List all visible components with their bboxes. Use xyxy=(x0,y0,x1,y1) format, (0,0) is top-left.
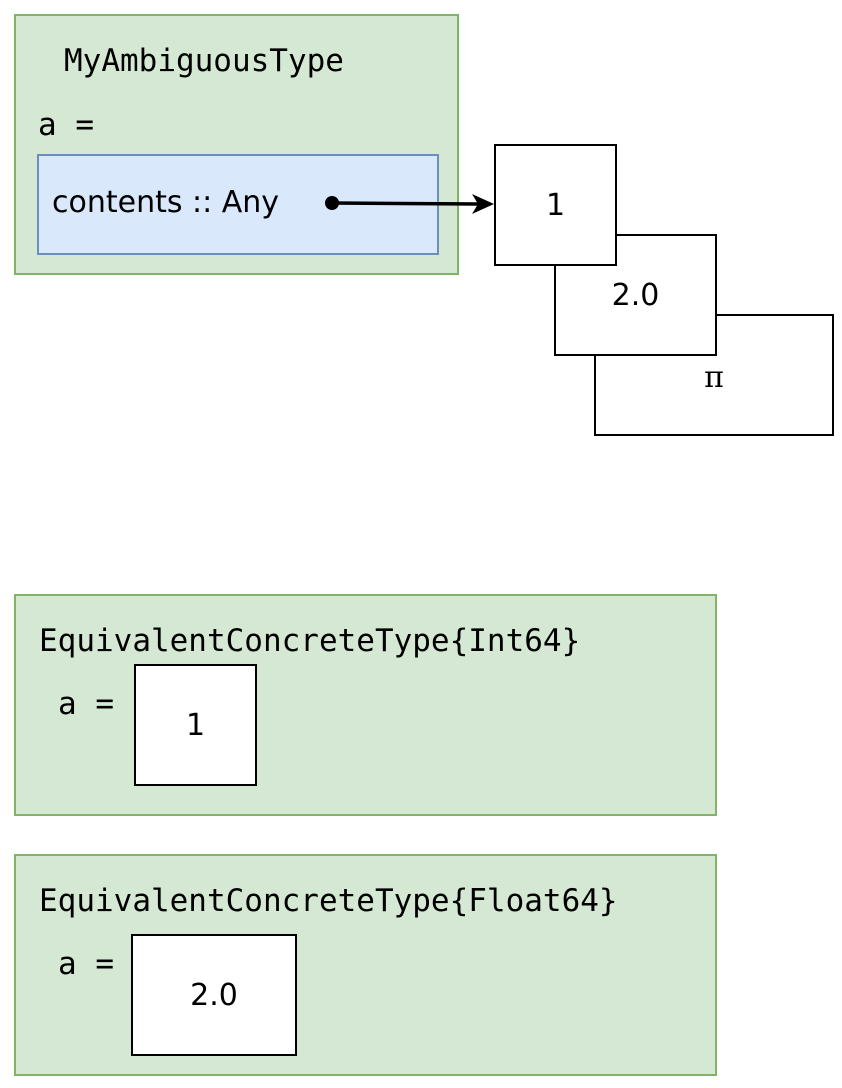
value-box-1: 1 xyxy=(494,144,617,266)
pointer-line xyxy=(331,201,479,206)
value-1-text: 1 xyxy=(545,187,566,223)
ambiguous-type-name: MyAmbiguousType xyxy=(64,43,344,79)
concrete-int-field-label: a = xyxy=(58,686,114,722)
value-2-0-text: 2.0 xyxy=(611,277,660,313)
concrete-int-struct-box xyxy=(14,594,717,816)
concrete-int-value-text: 1 xyxy=(185,707,206,743)
value-pi-text: π xyxy=(704,359,724,395)
concrete-float-type-name: EquivalentConcreteType{Float64} xyxy=(39,883,618,919)
concrete-float-value-box: 2.0 xyxy=(131,934,297,1056)
concrete-int-value-box: 1 xyxy=(134,664,257,786)
value-box-2-0: 2.0 xyxy=(554,234,717,356)
concrete-float-value-text: 2.0 xyxy=(190,977,238,1013)
concrete-float-field-label: a = xyxy=(58,946,114,982)
ambiguous-field-label: a = xyxy=(38,107,94,143)
pointer-arrowhead xyxy=(472,194,494,214)
concrete-int-type-name: EquivalentConcreteType{Int64} xyxy=(39,623,581,659)
contents-field-label: contents :: Any xyxy=(52,185,280,220)
